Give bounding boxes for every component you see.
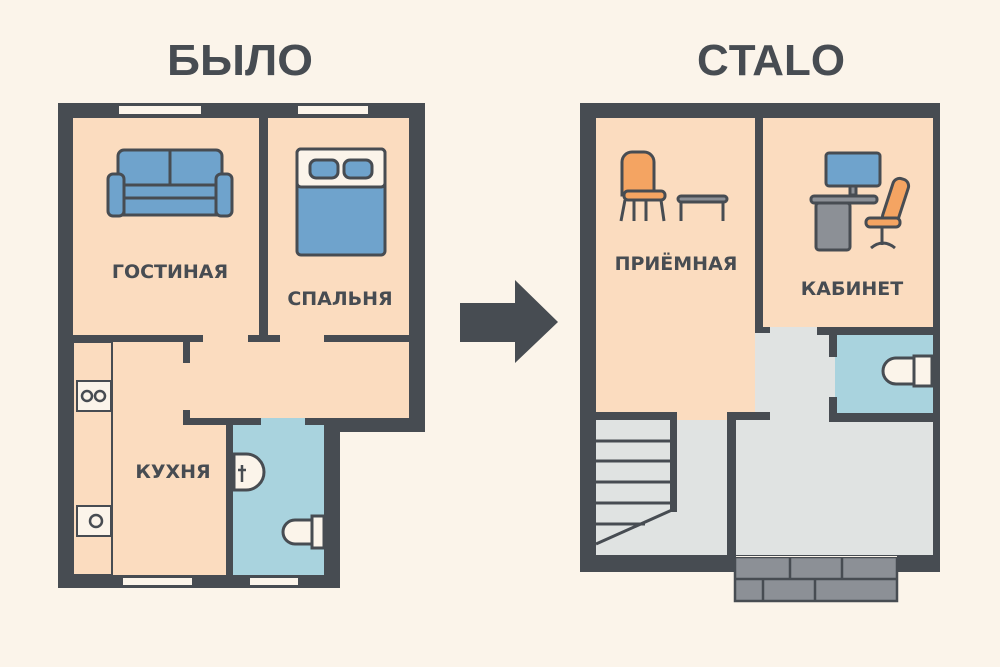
after-title: CTALO xyxy=(697,36,845,85)
wall xyxy=(183,418,261,425)
kitchen-counter xyxy=(72,341,113,576)
toilet-icon xyxy=(281,514,326,550)
stairs-icon xyxy=(595,420,673,555)
window xyxy=(250,578,298,585)
wall xyxy=(755,118,763,333)
wall xyxy=(670,412,677,512)
bathroom-floor xyxy=(233,425,324,575)
room-label-kitchen: КУХНЯ xyxy=(135,461,210,483)
wall xyxy=(248,335,280,342)
wall xyxy=(73,335,203,342)
wall xyxy=(183,410,190,425)
arrow-right-icon xyxy=(460,280,558,363)
doorway xyxy=(280,335,324,342)
wall xyxy=(727,412,736,572)
computer-desk-icon xyxy=(809,151,882,252)
wall xyxy=(727,412,770,420)
wall xyxy=(829,413,933,422)
wall xyxy=(226,418,233,575)
room-label-living: ГОСТИНАЯ xyxy=(112,261,228,283)
office-chair-icon xyxy=(864,176,911,250)
doorway xyxy=(261,418,305,425)
wall xyxy=(305,418,340,425)
room-label-bedroom: СПАЛЬНЯ xyxy=(287,288,392,310)
wall xyxy=(817,327,933,335)
before-plan: ГОСТИНАЯ СПАЛЬНЯ КУХНЯ xyxy=(58,103,425,588)
sink-icon xyxy=(76,505,112,537)
toilet-icon xyxy=(881,354,934,388)
wall xyxy=(324,335,409,342)
wall xyxy=(324,418,340,575)
chair-icon xyxy=(619,150,667,222)
after-plan: ПРИЁМНАЯ КАБИНЕТ xyxy=(580,103,940,603)
bed-icon xyxy=(295,147,387,257)
wall xyxy=(596,412,677,420)
before-title: БЫЛО xyxy=(167,36,313,85)
room-label-reception: ПРИЁМНАЯ xyxy=(615,251,738,275)
entrance-steps xyxy=(733,555,899,603)
doorway xyxy=(203,335,248,342)
wall xyxy=(829,335,837,357)
wall xyxy=(755,327,770,333)
washbasin-icon xyxy=(232,452,266,492)
wall xyxy=(259,118,268,342)
window xyxy=(123,578,192,585)
wall xyxy=(183,342,190,363)
wall xyxy=(829,397,837,422)
table-icon xyxy=(676,194,729,221)
stove-icon xyxy=(76,380,112,412)
faucet-icon xyxy=(238,465,246,482)
window xyxy=(298,106,368,114)
sofa-icon xyxy=(106,148,234,218)
window xyxy=(119,106,201,114)
room-label-office: КАБИНЕТ xyxy=(801,278,903,300)
